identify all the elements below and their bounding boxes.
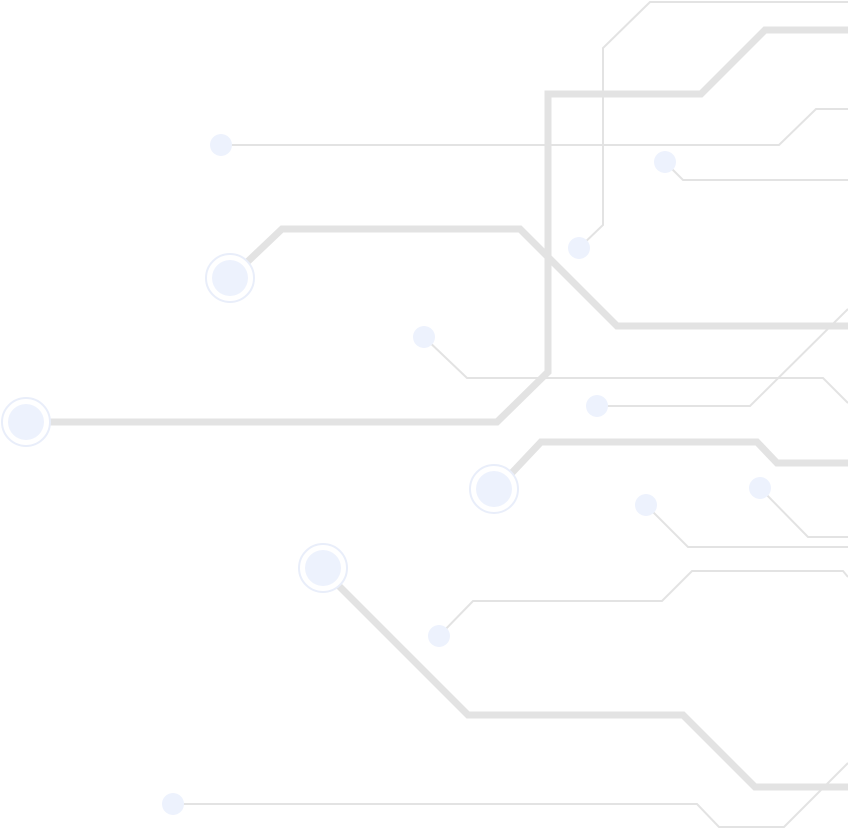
circuit-trace-thick bbox=[240, 225, 848, 330]
circuit-node-large bbox=[476, 471, 512, 507]
circuit-trace-thin bbox=[438, 570, 848, 637]
circuit-trace-thin bbox=[597, 308, 848, 407]
circuit-trace-thin bbox=[221, 108, 848, 146]
circuit-trace-thick bbox=[26, 26, 848, 426]
circuit-node-small bbox=[635, 494, 657, 516]
circuit-node-small bbox=[162, 793, 184, 815]
circuit-trace-thick bbox=[505, 438, 848, 480]
circuit-trace-thin bbox=[578, 0, 848, 249]
circuit-nodes bbox=[1, 134, 771, 815]
circuit-node-large bbox=[212, 260, 248, 296]
circuit-node-large bbox=[305, 550, 341, 586]
circuit-trace-thin bbox=[173, 762, 848, 828]
circuit-node-small bbox=[749, 477, 771, 499]
circuit-node-small bbox=[413, 326, 435, 348]
circuit-node-large bbox=[8, 404, 44, 440]
circuit-trace-thick bbox=[333, 580, 848, 791]
circuit-node-small bbox=[586, 395, 608, 417]
circuit-trace-thin bbox=[645, 504, 848, 548]
circuit-trace-thin bbox=[423, 336, 848, 404]
circuit-traces bbox=[26, 0, 848, 828]
circuit-node-small bbox=[568, 237, 590, 259]
circuit-node-small bbox=[654, 151, 676, 173]
circuit-node-small bbox=[210, 134, 232, 156]
circuit-trace-thin bbox=[759, 487, 848, 538]
circuit-trace-thin bbox=[664, 161, 848, 181]
circuit-node-small bbox=[428, 625, 450, 647]
